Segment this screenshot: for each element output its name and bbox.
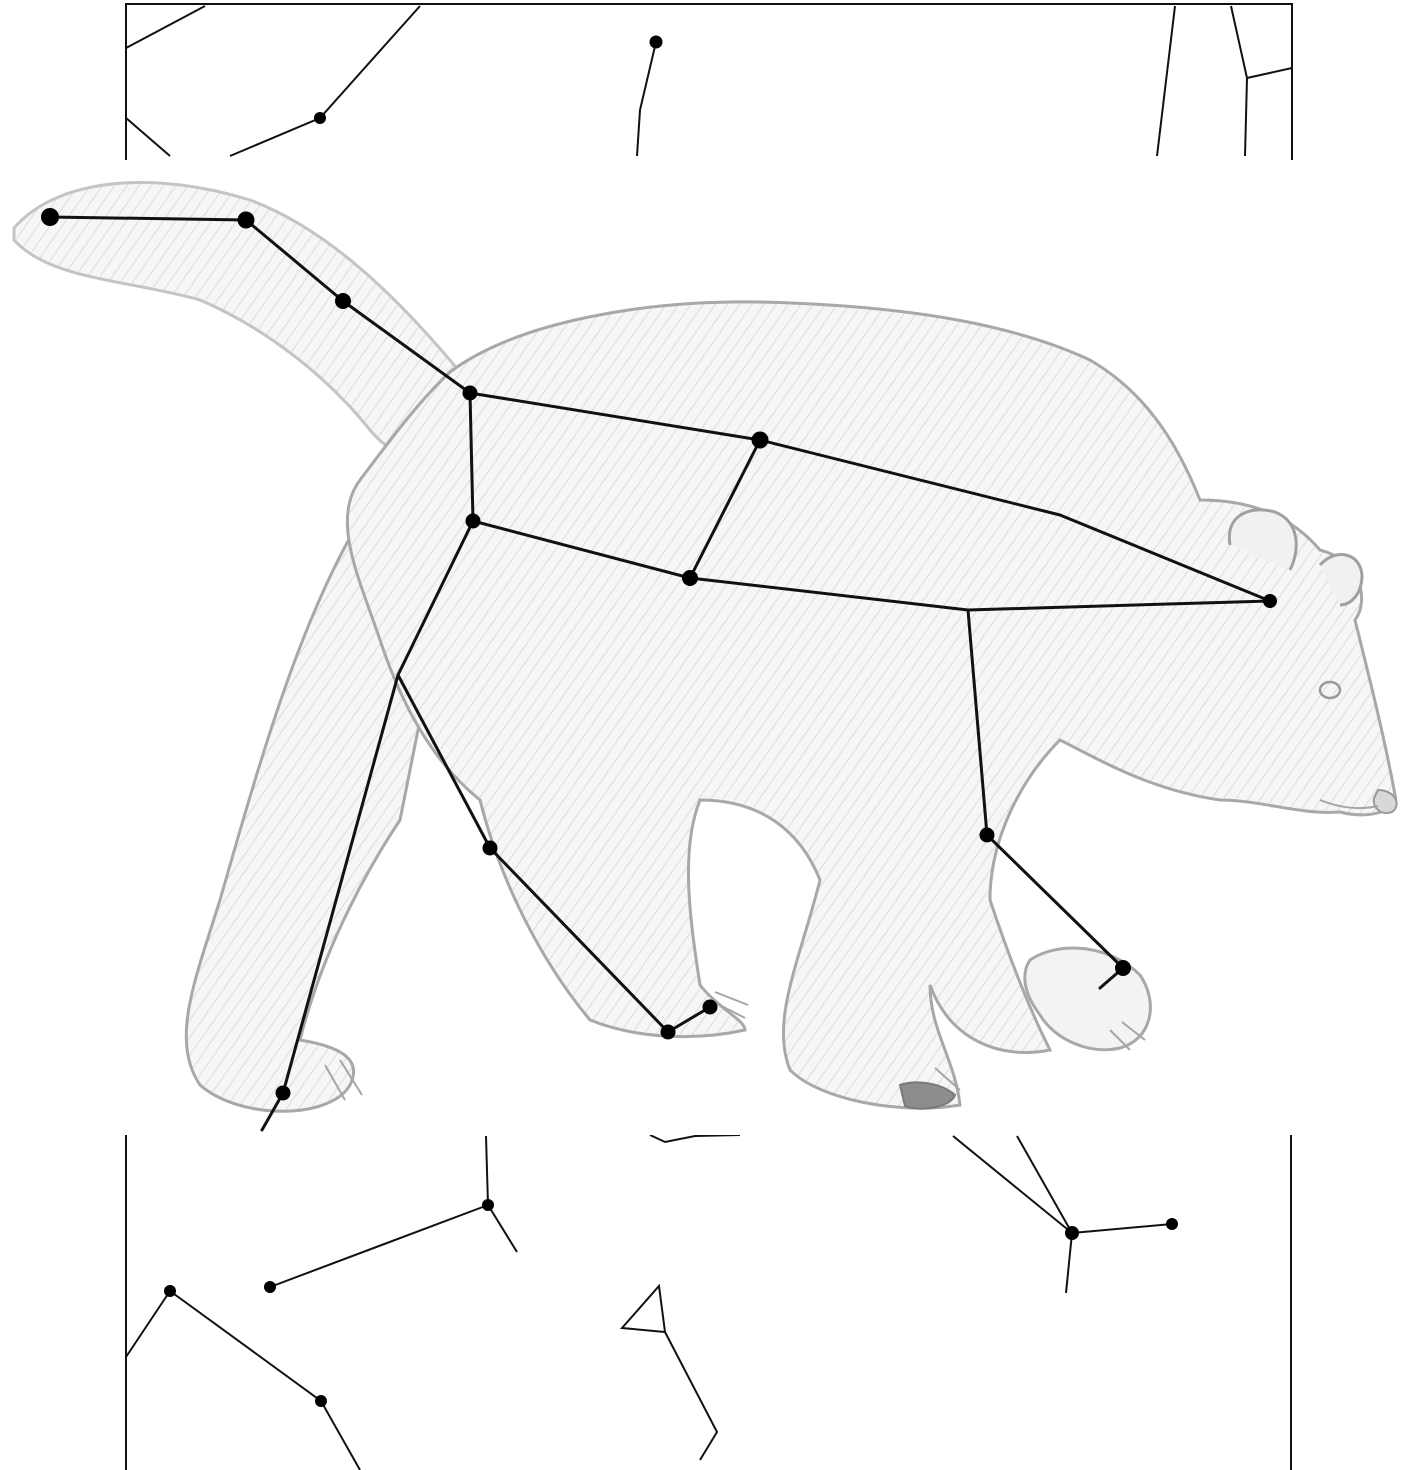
bg-star — [650, 36, 663, 49]
bg-line — [1072, 1224, 1172, 1233]
star — [238, 212, 255, 229]
frame-top — [126, 4, 1292, 164]
bg-line — [650, 1135, 740, 1142]
star — [41, 208, 59, 226]
star — [1115, 960, 1131, 976]
bg-star — [1166, 1218, 1178, 1230]
bg-line — [1066, 1233, 1072, 1293]
bg-star — [164, 1285, 176, 1297]
bg-line — [665, 1332, 717, 1460]
star — [980, 828, 995, 843]
bg-line — [230, 6, 420, 156]
star — [703, 1000, 718, 1015]
bg-line — [953, 1136, 1072, 1233]
bg-line — [1247, 68, 1292, 78]
bg-star — [314, 112, 326, 124]
bg-line — [486, 1136, 517, 1252]
background-sky-bottom — [126, 1135, 1291, 1470]
bg-line — [126, 1291, 360, 1470]
bg-star — [482, 1199, 494, 1211]
bg-line — [637, 42, 656, 156]
bg-line — [270, 1205, 488, 1287]
bg-line — [126, 6, 205, 48]
bg-star — [1065, 1226, 1079, 1240]
bg-star — [315, 1395, 327, 1407]
star — [682, 570, 698, 586]
bg-line — [622, 1286, 665, 1332]
star — [276, 1086, 291, 1101]
bg-line — [1157, 6, 1175, 156]
star — [483, 841, 498, 856]
star — [1263, 594, 1277, 608]
star — [335, 293, 351, 309]
bg-line — [126, 118, 170, 156]
bg-line — [1231, 6, 1247, 156]
background-sky-top — [126, 4, 1292, 164]
star — [466, 514, 481, 529]
star — [661, 1025, 676, 1040]
star — [463, 386, 478, 401]
bg-star — [264, 1281, 276, 1293]
star — [752, 432, 769, 449]
